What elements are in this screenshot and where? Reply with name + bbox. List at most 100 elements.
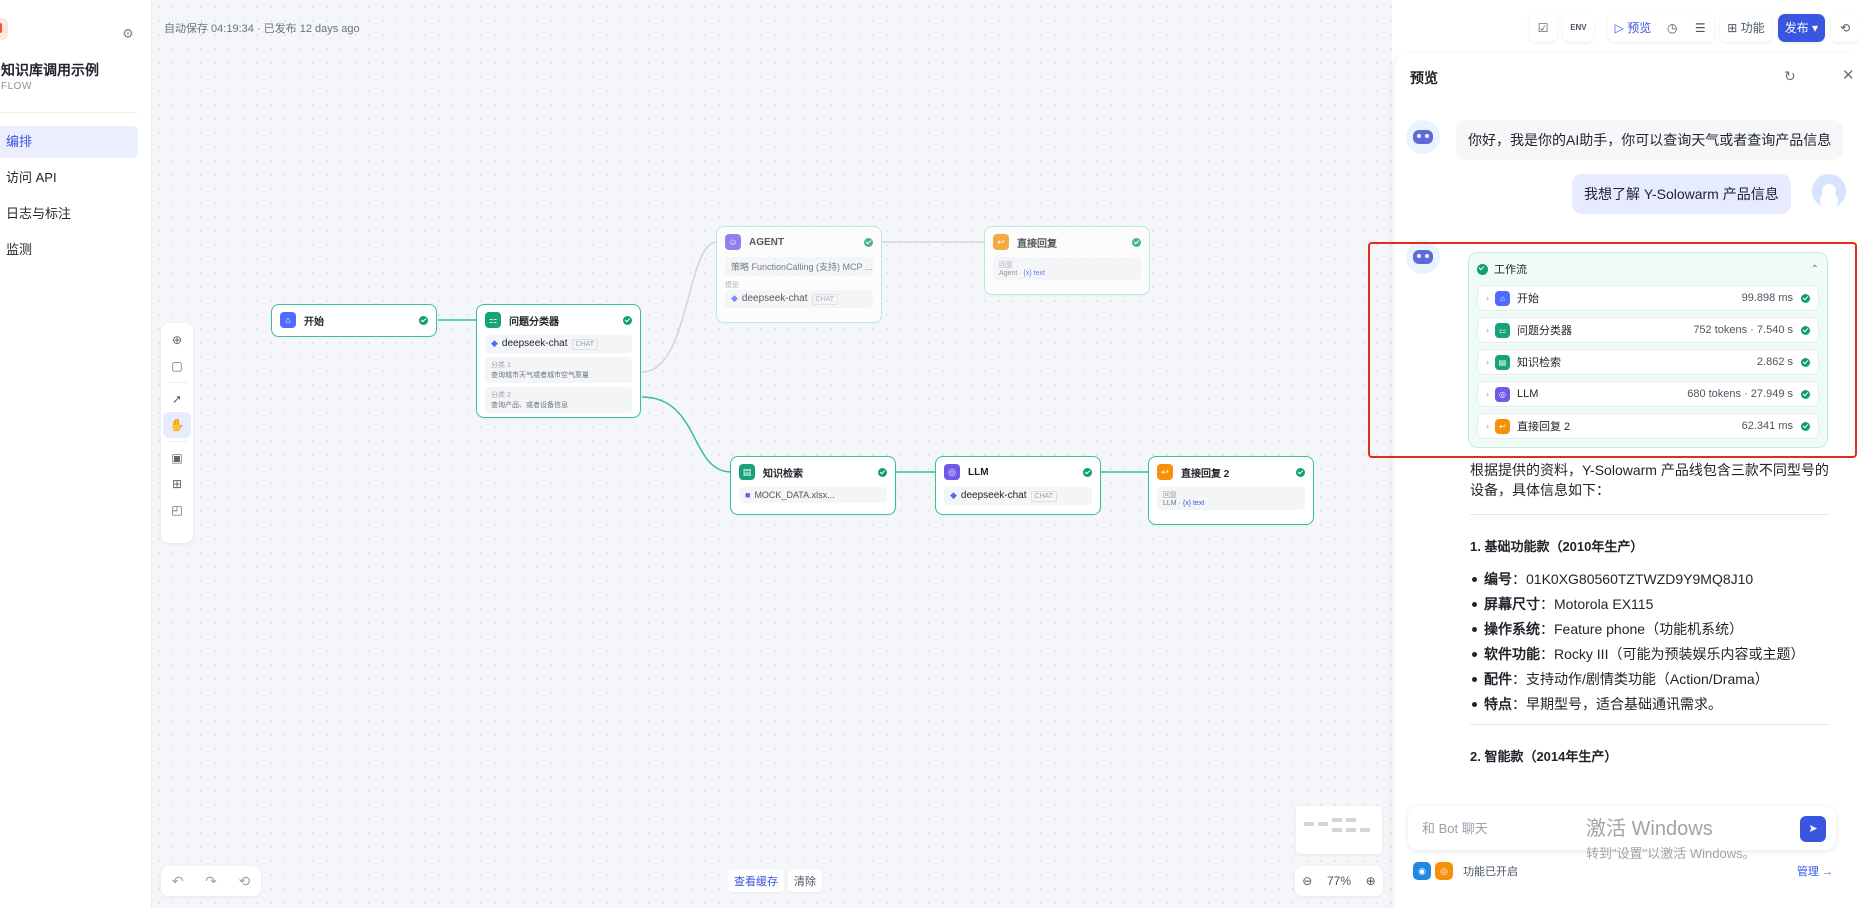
minimap-toggle-icon[interactable]: ◰ <box>171 503 183 517</box>
success-check-icon <box>623 315 632 325</box>
nav-item-orchestrate[interactable]: 编排 <box>0 126 138 158</box>
add-node-icon[interactable]: ⊕ <box>171 333 183 347</box>
autosave-status: 自动保存 04:19:34 · 已发布 12 days ago <box>164 23 360 35</box>
step-meta: 62.341 ms <box>1741 420 1793 432</box>
run-history-icon[interactable]: ◷ <box>1658 14 1687 42</box>
success-check-icon <box>419 315 428 325</box>
reply-icon: ↩ <box>993 234 1009 250</box>
user-avatar <box>1812 174 1846 208</box>
features-button[interactable]: ⊞ 功能 <box>1720 14 1772 42</box>
node-title: 直接回复 2 <box>1181 468 1230 480</box>
node-title: 知识检索 <box>763 468 803 480</box>
success-check-icon <box>1083 467 1092 477</box>
bot-greeting: 你好，我是你的AI助手，你可以查询天气或者查询产品信息 <box>1456 120 1844 160</box>
book-icon: ▤ <box>739 464 755 480</box>
node-start[interactable]: ⌂ 开始 <box>271 304 437 337</box>
step-name: 开始 <box>1517 293 1539 305</box>
manage-link[interactable]: 管理 → <box>1796 866 1833 878</box>
app-name: 知识库调用示例 <box>1 62 99 78</box>
settings-icon[interactable]: ⚙ <box>122 26 134 41</box>
refresh-icon[interactable]: ↻ <box>1784 68 1796 84</box>
checklist-icon[interactable]: ☑ <box>1529 14 1558 42</box>
app-type: FLOW <box>1 81 32 92</box>
cache-bar: 查看缓存 清除 <box>728 870 822 892</box>
chat-input[interactable] <box>1408 806 1708 850</box>
home-icon: ⌂ <box>1495 290 1510 306</box>
zoom-controls: ⊖ 77% ⊕ <box>1295 866 1383 896</box>
chevron-right-icon[interactable]: › <box>1486 421 1489 431</box>
nav-item-api[interactable]: 访问 API <box>6 170 57 185</box>
organize-icon[interactable]: ⊞ <box>171 477 183 491</box>
step-meta: 99.898 ms <box>1741 292 1793 304</box>
workflow-step[interactable]: › ⌂ 开始 99.898 ms <box>1477 285 1819 311</box>
node-knowledge-retrieval[interactable]: ▤ 知识检索 ■MOCK_DATA.xlsx... <box>730 456 896 515</box>
zoom-level[interactable]: 77% <box>1326 874 1351 888</box>
workflow-label: 工作流 <box>1494 264 1527 276</box>
publish-button[interactable]: 发布 ▾ <box>1777 14 1825 42</box>
hand-icon[interactable]: ✋ <box>163 412 191 438</box>
zoom-in-icon[interactable]: ⊕ <box>1365 874 1376 888</box>
view-cache-button[interactable]: 查看缓存 <box>728 870 784 892</box>
user-message: 我想了解 Y-Solowarm 产品信息 <box>1572 174 1791 214</box>
env-button[interactable]: ENV <box>1563 14 1594 42</box>
redo-icon[interactable]: ↷ <box>205 872 217 889</box>
nav-item-logs[interactable]: 日志与标注 <box>6 206 72 221</box>
clear-cache-button[interactable]: 清除 <box>788 870 822 892</box>
close-icon[interactable]: ✕ <box>1842 67 1855 84</box>
answer-list-item: 特点：早期型号，适合基础通讯需求。 <box>1470 694 1830 714</box>
preview-button[interactable]: ▷ 预览 <box>1607 14 1659 42</box>
version-history-icon[interactable]: ⟲ <box>1831 14 1859 42</box>
bot-avatar <box>1406 120 1440 154</box>
answer-section-2-title: 2. 智能款（2014年生产） <box>1470 749 1618 764</box>
minimap[interactable] <box>1296 806 1382 854</box>
deepseek-icon: ◆ <box>950 490 957 500</box>
step-name: 直接回复 2 <box>1517 421 1571 433</box>
node-title: 开始 <box>304 316 324 328</box>
node-agent[interactable]: ☺ AGENT 策略 FunctionCalling (支持) MCP ... … <box>716 226 882 323</box>
sidebar-divider <box>0 112 137 113</box>
top-toolbar: ☑ ENV ▷ 预览 ◷ ☰ ⊞ 功能 发布 ▾ ⟲ <box>1529 14 1859 42</box>
preview-group: ▷ 预览 ◷ ☰ <box>1607 14 1715 42</box>
sidebar: ⚙ 知识库调用示例 FLOW 编排 访问 API 日志与标注 监测 <box>0 0 152 908</box>
export-image-icon[interactable]: ▣ <box>171 451 183 465</box>
pointer-icon[interactable]: ➚ <box>171 392 183 406</box>
nav-item-monitor[interactable]: 监测 <box>6 242 33 257</box>
chevron-right-icon[interactable]: › <box>1486 325 1489 335</box>
step-name: LLM <box>1517 388 1539 400</box>
deepseek-icon: ◆ <box>491 338 498 348</box>
llm-icon: ◎ <box>1495 386 1510 402</box>
answer-list-item: 配件：支持动作/剧情类功能（Action/Drama） <box>1470 669 1830 689</box>
workflow-canvas[interactable] <box>152 0 1392 908</box>
history-icon[interactable]: ⟲ <box>238 872 251 889</box>
chevron-right-icon[interactable]: › <box>1486 389 1489 399</box>
send-icon[interactable]: ➤ <box>1800 816 1826 842</box>
checklist-icon-2[interactable]: ☰ <box>1686 14 1715 42</box>
agent-icon: ☺ <box>725 234 741 250</box>
zoom-out-icon[interactable]: ⊖ <box>1302 874 1313 888</box>
bot-avatar <box>1406 240 1440 274</box>
node-title: LLM <box>968 466 989 478</box>
features-enabled-label: 功能已开启 <box>1463 866 1518 878</box>
chevron-right-icon[interactable]: › <box>1486 293 1489 303</box>
add-note-icon[interactable]: ▢ <box>171 359 183 373</box>
chevron-up-icon[interactable]: ⌃ <box>1810 263 1819 275</box>
undo-icon[interactable]: ↶ <box>171 872 184 889</box>
success-check-icon <box>864 237 873 247</box>
answer-intro: 根据提供的资料，Y-Solowarm 产品线包含三款不同型号的设备，具体信息如下… <box>1470 462 1829 498</box>
chevron-right-icon[interactable]: › <box>1486 357 1489 367</box>
success-check-icon <box>1296 467 1305 477</box>
step-meta: 2.862 s <box>1756 356 1793 368</box>
